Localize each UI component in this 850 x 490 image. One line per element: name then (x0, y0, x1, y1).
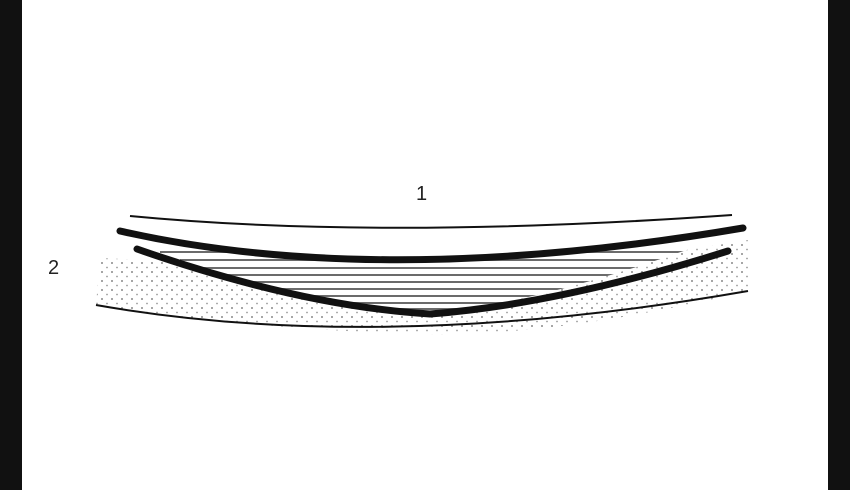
thin-top-curve (129, 214, 733, 229)
thick-upper-curve (116, 224, 747, 264)
left-wall-bar (0, 0, 22, 490)
right-wall-bar (828, 0, 850, 490)
label-2: 2 (48, 257, 60, 279)
label-1: 1 (416, 183, 428, 205)
thin-bottom-curve (95, 290, 749, 328)
thick-lower-curve (133, 245, 732, 318)
